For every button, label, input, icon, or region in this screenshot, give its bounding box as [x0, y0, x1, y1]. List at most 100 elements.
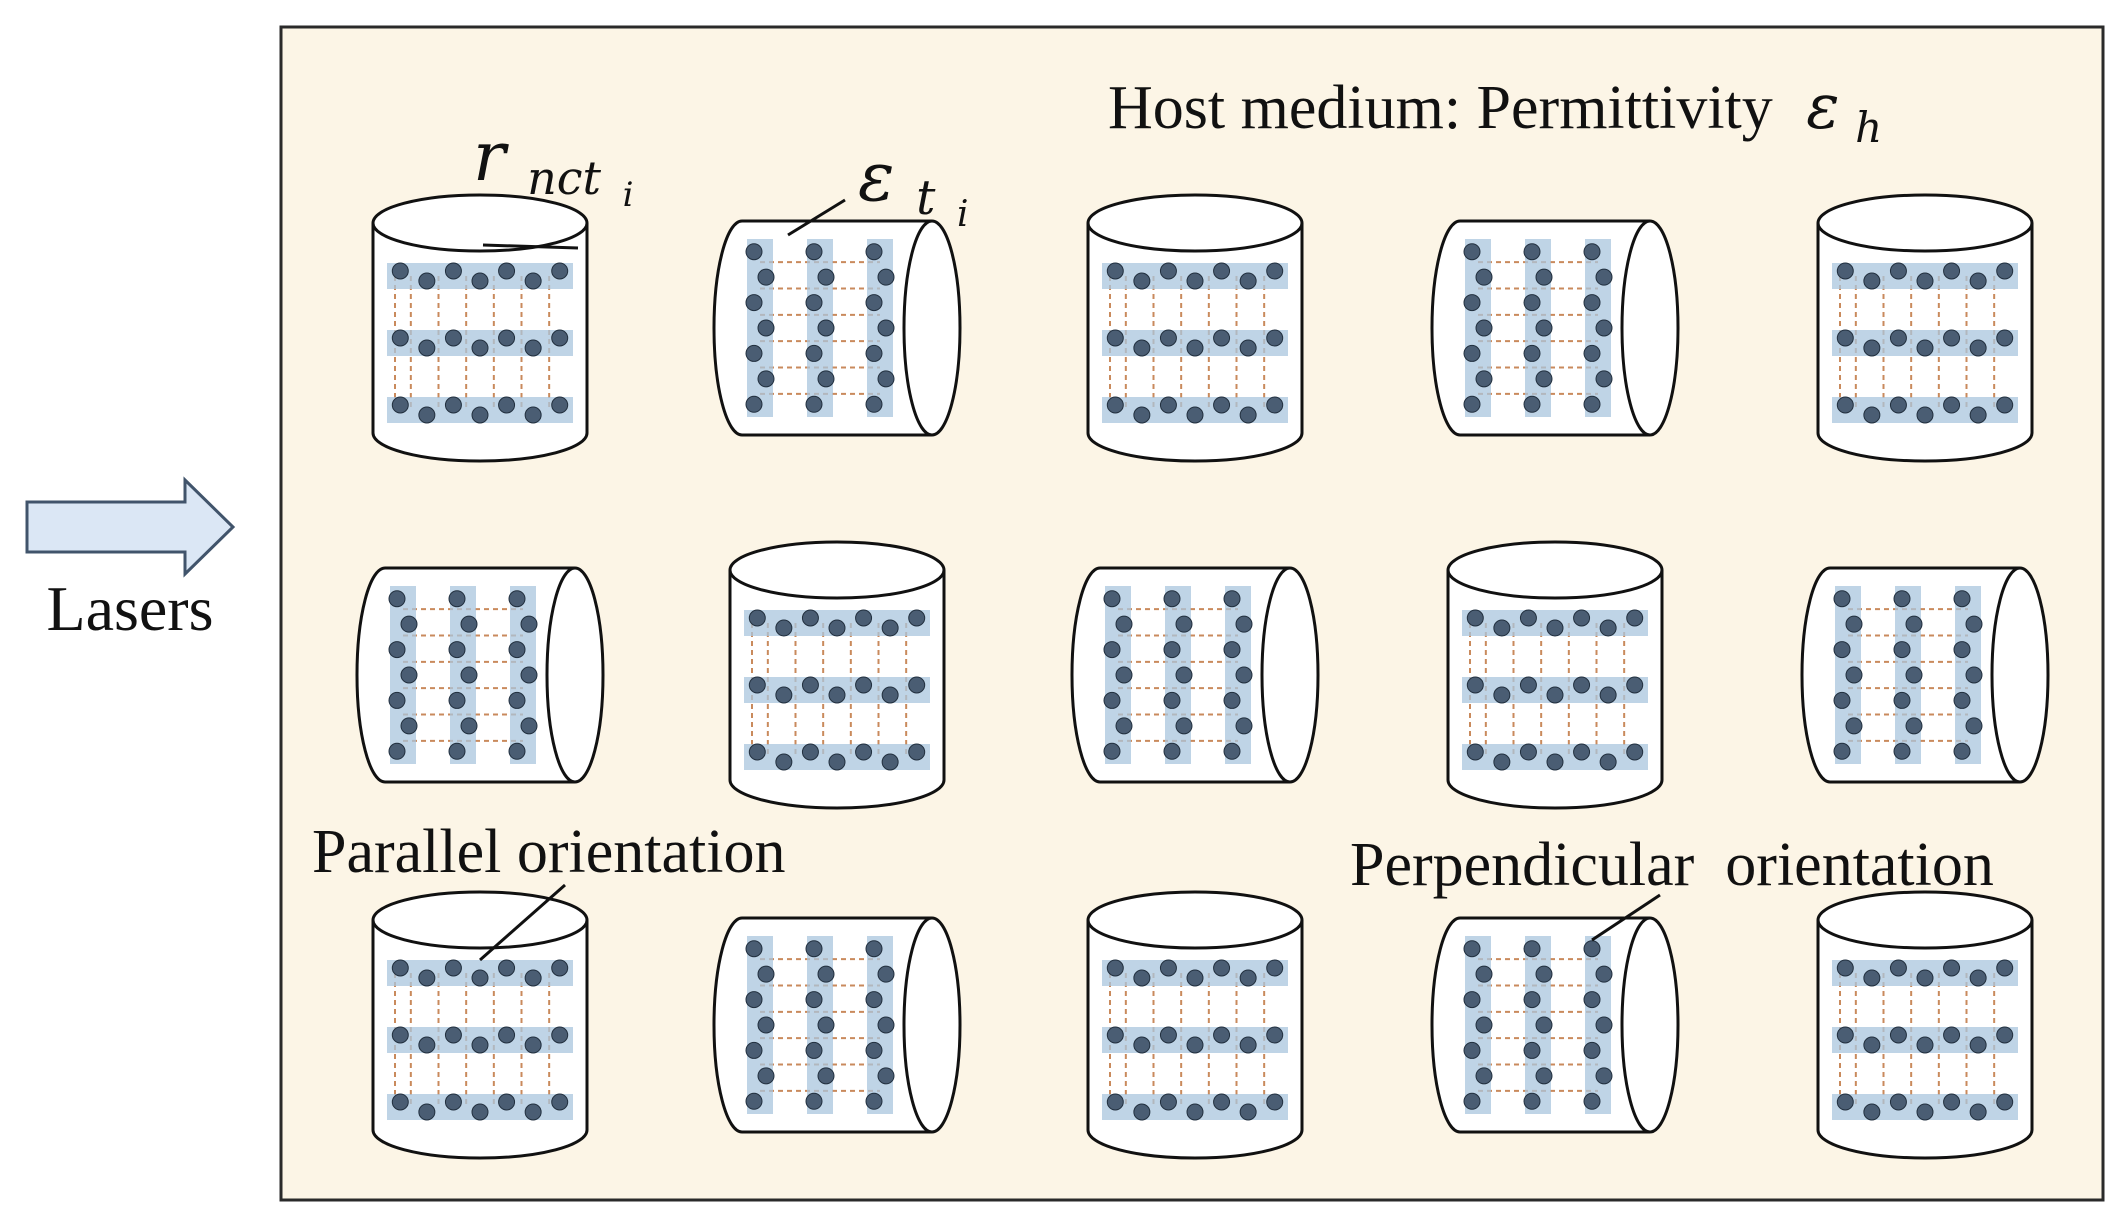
atom-dot [551, 1093, 569, 1111]
atom-dot [745, 395, 763, 413]
atom-dot [1213, 329, 1231, 347]
atom-dot [1475, 319, 1493, 337]
atom-dot [748, 609, 766, 627]
nanotube-r1-c4-horizontal [1430, 219, 1680, 437]
atom-dot [498, 1026, 516, 1044]
atom-dot [745, 294, 763, 312]
atom-dot [498, 959, 516, 977]
atom-dot [471, 1103, 489, 1121]
atom-dot [1106, 396, 1124, 414]
atom-dot [1239, 969, 1257, 987]
nanotube-r2-c3-horizontal [1070, 566, 1320, 784]
atom-dot [388, 590, 406, 608]
radius-symbol-label: r nct i [473, 118, 634, 215]
atom-dot [551, 329, 569, 347]
atom-dot [1466, 609, 1484, 627]
atom-dot [471, 969, 489, 987]
atom-dot [418, 406, 436, 424]
atom-dot [391, 329, 409, 347]
atom-dot [1863, 406, 1881, 424]
atom-dot [805, 294, 823, 312]
atom-dot [1595, 370, 1613, 388]
atom-dot [524, 406, 542, 424]
atom-dot [865, 1092, 883, 1110]
atom-dot [1523, 294, 1541, 312]
atom-dot [400, 717, 418, 735]
atom-dot [444, 959, 462, 977]
nanotube-r1-c1-upright [371, 193, 589, 463]
atom-dot [1916, 969, 1934, 987]
atom-dot [1133, 339, 1151, 357]
atom-dot [448, 691, 466, 709]
atom-dot [1106, 262, 1124, 280]
atom-dot [1599, 619, 1617, 637]
nanotube-r2-c1-horizontal [355, 566, 605, 784]
atom-dot [1463, 344, 1481, 362]
atom-dot [1266, 329, 1284, 347]
radius-subscript: nct [527, 151, 601, 205]
atom-dot [817, 268, 835, 286]
atom-dot [460, 666, 478, 684]
atom-dot [1905, 666, 1923, 684]
atom-dot [448, 742, 466, 760]
atom-dot [745, 1092, 763, 1110]
atom-dot [1836, 329, 1854, 347]
atom-dot [1523, 1092, 1541, 1110]
atom-dot [1996, 959, 2014, 977]
atom-dot [1475, 1016, 1493, 1034]
atom-dot [508, 691, 526, 709]
atom-dot [524, 1036, 542, 1054]
atom-dot [828, 686, 846, 704]
atom-dot [388, 691, 406, 709]
atom-dot [757, 268, 775, 286]
atom-dot [1186, 1103, 1204, 1121]
atom-dot [400, 615, 418, 633]
atom-dot [1969, 406, 1987, 424]
atom-dot [1463, 991, 1481, 1009]
atom-dot [1235, 717, 1253, 735]
atom-dot [1889, 396, 1907, 414]
atom-dot [1889, 959, 1907, 977]
parallel-orientation-label: Parallel orientation [312, 818, 785, 886]
atom-dot [1535, 370, 1553, 388]
atom-dot [908, 743, 926, 761]
atom-dot [1953, 691, 1971, 709]
atom-dot [1239, 272, 1257, 290]
atom-dot [748, 743, 766, 761]
atom-dot [1223, 641, 1241, 659]
laser-arrow-icon [25, 476, 236, 578]
atom-dot [908, 676, 926, 694]
atom-dot [1133, 969, 1151, 987]
tube-permittivity-leader-line [787, 198, 846, 237]
cylinder-top-cap [371, 193, 589, 253]
atom-dot [1583, 1092, 1601, 1110]
atom-dot [1845, 717, 1863, 735]
atom-dot [471, 406, 489, 424]
atom-dot [1266, 262, 1284, 280]
atom-dot [1159, 329, 1177, 347]
tube-permittivity-label: ε t i [858, 138, 969, 235]
atom-dot [524, 969, 542, 987]
atom-dot [1106, 329, 1124, 347]
atom-dot [1235, 615, 1253, 633]
atom-dot [1159, 959, 1177, 977]
atom-dot [1893, 742, 1911, 760]
atom-dot [1103, 590, 1121, 608]
atom-dot [1996, 396, 2014, 414]
atom-dot [1223, 742, 1241, 760]
atom-dot [1626, 743, 1644, 761]
atom-dot [1595, 1016, 1613, 1034]
atom-dot [1106, 959, 1124, 977]
atom-dot [460, 615, 478, 633]
cylinder-side-cap [1990, 566, 2050, 784]
atom-dot [1836, 396, 1854, 414]
atom-dot [1833, 742, 1851, 760]
atom-dot [391, 959, 409, 977]
atom-dot [1186, 406, 1204, 424]
atom-dot [877, 370, 895, 388]
nanotube-r2-c4-upright [1446, 540, 1664, 810]
atom-dot [1186, 1036, 1204, 1054]
atom-dot [400, 666, 418, 684]
atom-dot [1133, 406, 1151, 424]
atom-dot [855, 676, 873, 694]
